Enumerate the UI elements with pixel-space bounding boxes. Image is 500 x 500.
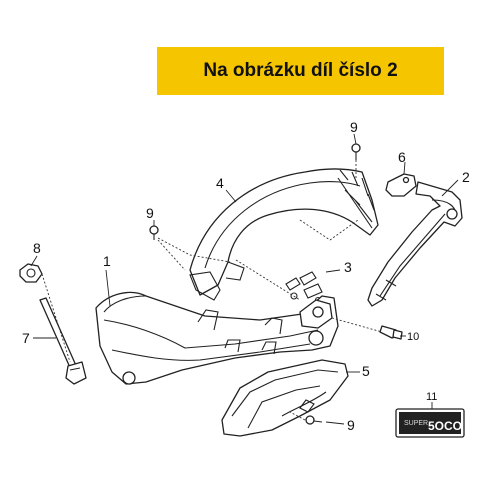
leader-lines — [30, 133, 459, 425]
callout-4: 4 — [216, 175, 224, 191]
part-4-rear-fender — [189, 168, 379, 301]
assembly-lines — [41, 160, 383, 421]
callout-2: 2 — [462, 169, 470, 185]
badge-subtext: SUPER — [404, 420, 428, 427]
part-11-badge: SUPER 5OCO — [395, 408, 465, 438]
callout-9-left: 9 — [146, 205, 154, 221]
callout-9-bottom: 9 — [347, 417, 355, 433]
part-8-nut — [19, 263, 43, 283]
part-9-screw-bottom — [305, 415, 323, 425]
part-9-screw-top — [351, 143, 361, 160]
callout-6: 6 — [398, 149, 406, 165]
part-5-chain-case — [221, 359, 349, 437]
part-1-swing-arm — [95, 291, 339, 385]
part-9-screw-left — [149, 225, 159, 240]
part-3-small-components — [285, 271, 323, 304]
callout-7: 7 — [22, 330, 30, 346]
badge-text: 5OCO — [428, 419, 462, 433]
callout-11: 11 — [426, 391, 437, 403]
part-2-chain-stay — [367, 181, 463, 307]
callout-8: 8 — [33, 240, 41, 256]
part-number-banner: Na obrázku díl číslo 2 — [157, 47, 444, 95]
banner-title: Na obrázku díl číslo 2 — [203, 60, 398, 81]
callout-9-top: 9 — [350, 119, 358, 135]
part-6-bracket — [385, 173, 417, 197]
callout-3: 3 — [344, 259, 352, 275]
callout-10: 10 — [407, 331, 419, 343]
callout-1: 1 — [103, 253, 111, 269]
callout-5: 5 — [362, 363, 370, 379]
part-7-axle — [39, 297, 87, 385]
part-10-bolt — [379, 325, 403, 340]
